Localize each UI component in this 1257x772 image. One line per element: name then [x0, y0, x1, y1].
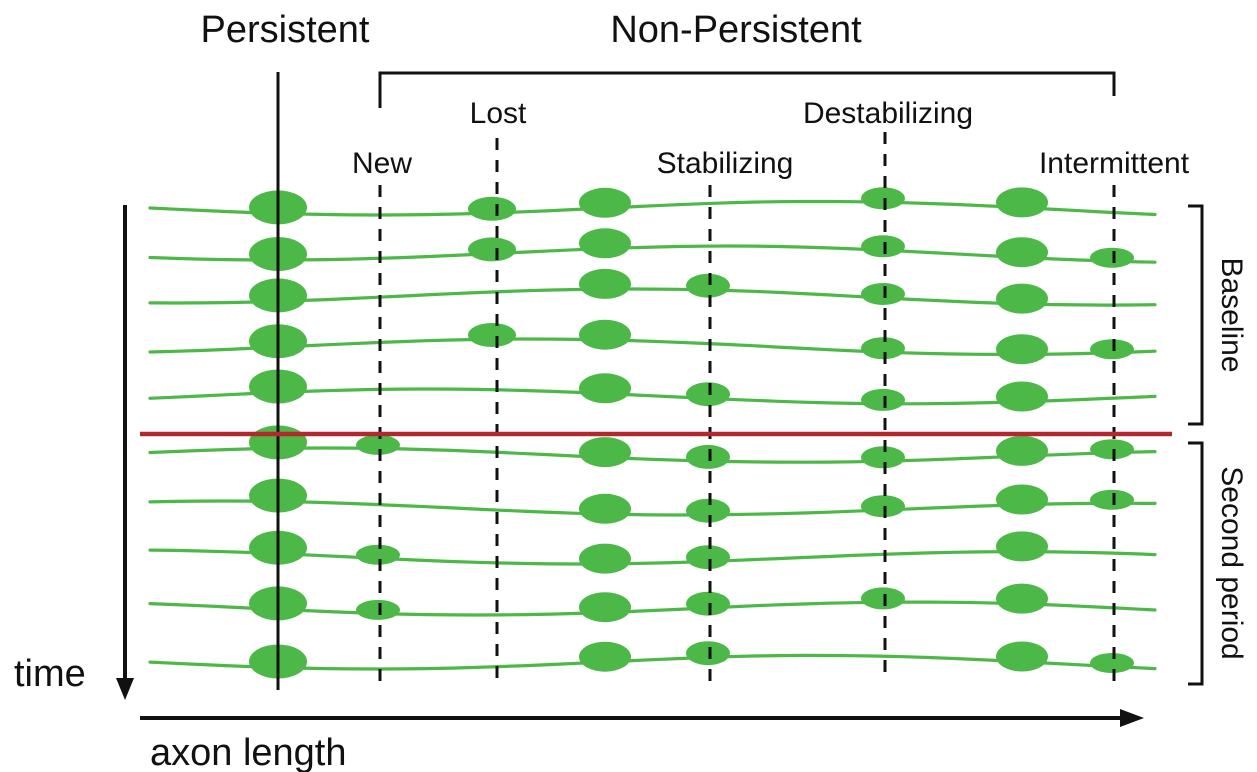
- bouton-a-row-3: [579, 268, 631, 299]
- axon-row-5: [148, 387, 1157, 406]
- bouton-stabilizing-row-7: [686, 498, 730, 523]
- baseline-bracket: [1188, 204, 1204, 426]
- category-label-destabilizing: Destabilizing: [803, 97, 973, 130]
- bouton-intermittent-row-4: [1090, 339, 1134, 360]
- axon-row-4: [148, 337, 1157, 356]
- baseline-label: Baseline: [1215, 257, 1248, 372]
- bouton-b-row-4: [996, 334, 1048, 365]
- axon-row-7: [148, 499, 1157, 517]
- bouton-lost-row-2: [468, 237, 516, 262]
- bouton-stabilizing-row-8: [686, 545, 730, 570]
- axon-length-axis-arrowhead: [1120, 709, 1144, 727]
- bouton-a-row-4: [579, 319, 631, 350]
- bouton-a-row-8: [579, 543, 631, 574]
- bouton-a-row-7: [579, 493, 631, 524]
- category-label-new: New: [352, 147, 412, 180]
- bouton-a-row-2: [579, 228, 631, 259]
- bouton-lost-row-4: [468, 323, 516, 347]
- bouton-b-row-5: [996, 381, 1048, 412]
- bouton-a-row-6: [579, 437, 631, 468]
- bouton-b-row-1: [996, 187, 1048, 218]
- bouton-intermittent-row-7: [1090, 489, 1134, 510]
- bouton-destabilizing-row-9: [861, 587, 905, 610]
- bouton-stabilizing-row-5: [686, 382, 730, 407]
- axon-rows: [148, 187, 1157, 679]
- bouton-b-row-9: [996, 583, 1048, 614]
- bouton-destabilizing-row-4: [861, 337, 905, 360]
- bouton-b-row-3: [996, 283, 1048, 314]
- axon-row-3: [148, 287, 1157, 307]
- bouton-destabilizing-row-2: [861, 235, 905, 258]
- bouton-a-row-9: [579, 592, 631, 623]
- bouton-stabilizing-row-10: [686, 641, 730, 666]
- axon-row-1: [148, 199, 1157, 217]
- axon-row-6: [148, 446, 1157, 464]
- time-axis-label: time: [14, 653, 86, 695]
- category-label-stabilizing: Stabilizing: [657, 147, 794, 180]
- bouton-b-row-7: [996, 484, 1048, 515]
- bouton-new-row-9: [356, 599, 400, 620]
- bouton-b-row-2: [996, 237, 1048, 268]
- bouton-destabilizing-row-1: [861, 187, 905, 210]
- bouton-destabilizing-row-6: [861, 446, 905, 469]
- bouton-a-row-10: [579, 641, 631, 672]
- bouton-stabilizing-row-6: [686, 444, 730, 469]
- bouton-a-row-1: [579, 187, 631, 218]
- bouton-b-row-6: [996, 435, 1048, 466]
- axon-row-10: [148, 653, 1157, 671]
- bouton-b-row-8: [996, 531, 1048, 562]
- category-label-intermittent: Intermittent: [1039, 147, 1190, 180]
- non-persistent-label: Non-Persistent: [610, 9, 862, 51]
- bouton-a-row-5: [579, 373, 631, 404]
- axon-length-axis-label: axon length: [150, 732, 347, 772]
- axon-row-9: [148, 600, 1157, 617]
- bouton-destabilizing-row-7: [861, 495, 905, 518]
- second-period-label: Second period: [1215, 466, 1248, 659]
- bouton-intermittent-row-10: [1090, 653, 1134, 673]
- persistent-label: Persistent: [201, 9, 370, 51]
- bouton-lost-row-1: [468, 196, 516, 221]
- category-label-lost: Lost: [470, 97, 527, 130]
- bouton-b-row-10: [996, 641, 1048, 672]
- bouton-new-row-6: [356, 434, 400, 455]
- non-persistent-bracket: [378, 71, 1116, 108]
- bouton-intermittent-row-6: [1090, 439, 1134, 460]
- time-axis-arrowhead: [116, 678, 134, 700]
- bouton-destabilizing-row-5: [861, 388, 905, 411]
- bouton-stabilizing-row-9: [686, 591, 730, 616]
- second-period-bracket: [1188, 441, 1204, 686]
- bouton-destabilizing-row-3: [861, 283, 905, 305]
- bouton-intermittent-row-2: [1090, 247, 1134, 268]
- axon-row-8: [148, 548, 1157, 566]
- bouton-stabilizing-row-3: [686, 273, 730, 298]
- axon-row-2: [148, 244, 1157, 264]
- bouton-new-row-8: [356, 544, 400, 565]
